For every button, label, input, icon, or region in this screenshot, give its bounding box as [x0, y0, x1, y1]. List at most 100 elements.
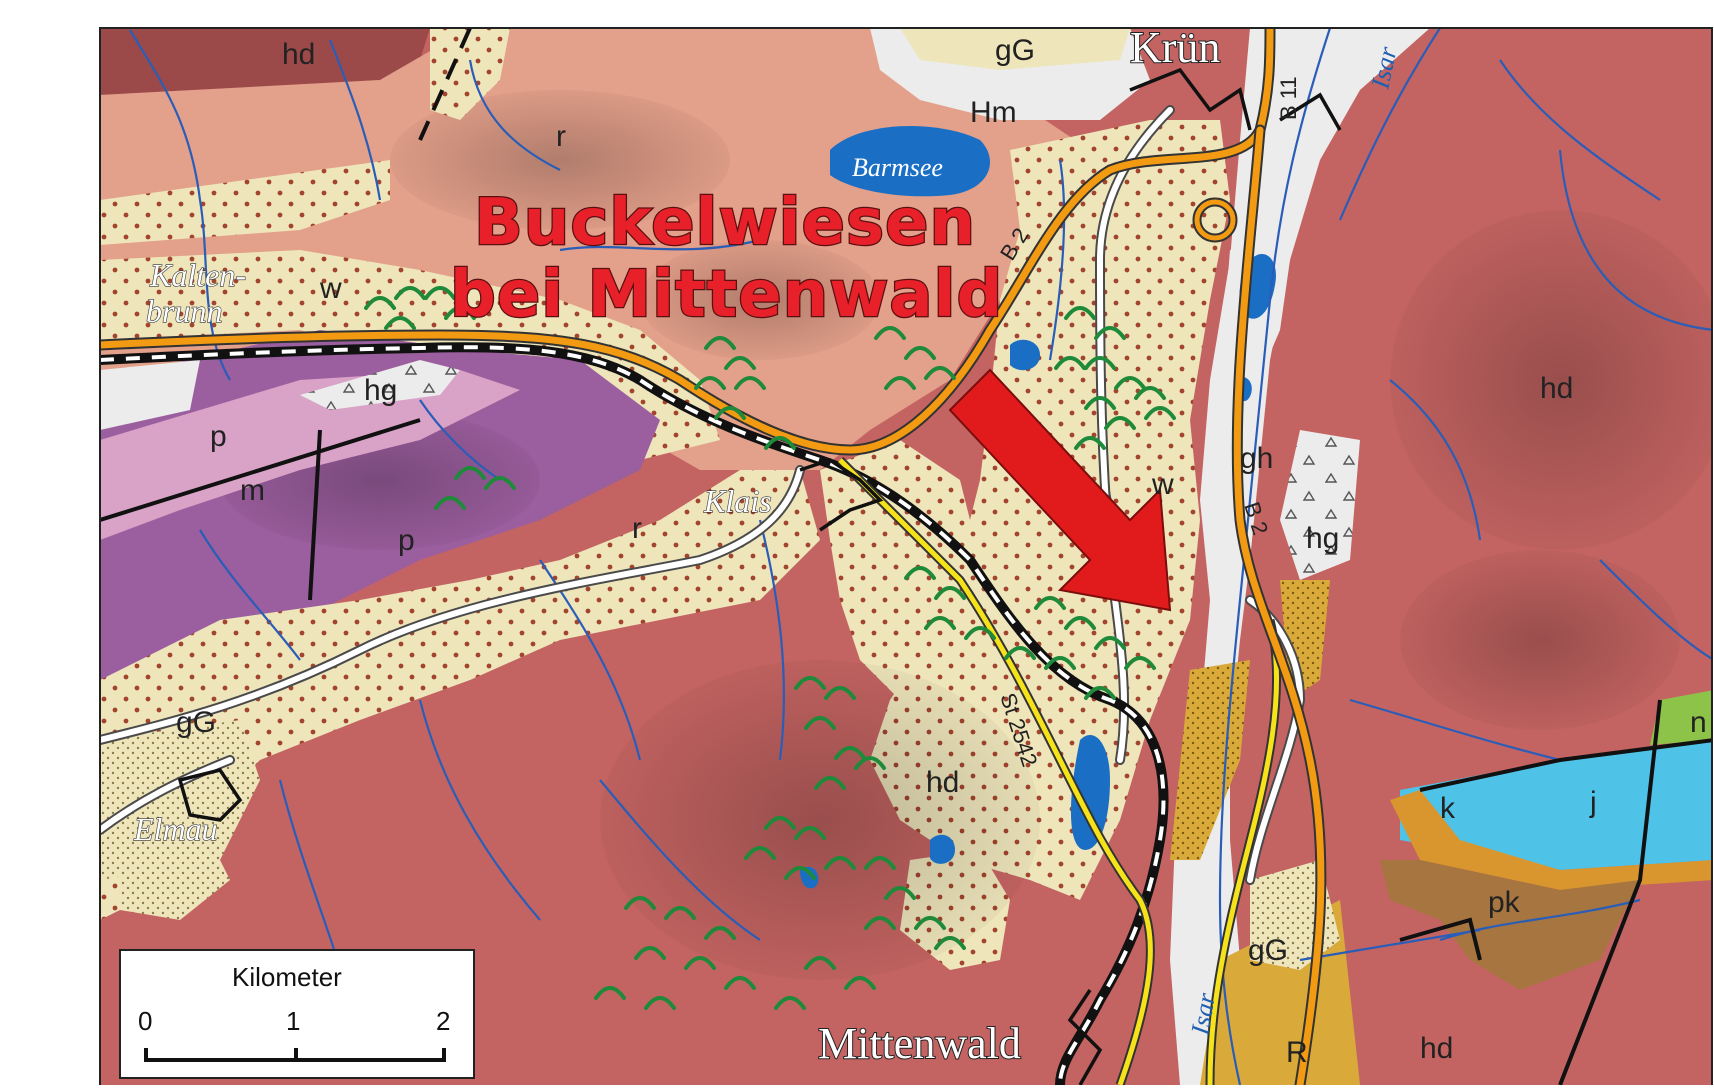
hummock-symbol — [424, 286, 456, 300]
hummock-symbol — [764, 816, 796, 830]
map-title-line2: bei Mittenwald — [450, 258, 1003, 332]
fault — [1399, 917, 1482, 961]
hummock-symbol — [904, 566, 936, 580]
hummock-symbol — [934, 586, 966, 600]
unit-label-hd: hd — [1540, 372, 1573, 405]
lake — [1070, 734, 1110, 850]
unit-area-hg-east — [1280, 430, 1360, 580]
unit-area-gG-north — [900, 28, 1130, 70]
fault — [1419, 738, 1712, 792]
relief-shading — [390, 90, 730, 230]
hummock-symbol — [364, 296, 396, 310]
hummock-symbol — [724, 976, 756, 990]
hummock-symbol — [1084, 396, 1116, 410]
hummock-symbol — [934, 936, 966, 950]
stream — [599, 779, 761, 941]
hummock-symbol — [634, 946, 666, 960]
hummock-symbol — [684, 956, 716, 970]
hummock-symbol — [624, 896, 656, 910]
unit-area-pk — [1380, 860, 1640, 990]
stream-network — [129, 28, 1712, 1086]
unit-label-gG: gG — [176, 706, 216, 739]
stream — [758, 519, 786, 761]
settlement-elmau — [177, 768, 243, 822]
scale-tick-label-2: 2 — [436, 1006, 450, 1036]
stream — [418, 699, 541, 921]
place-label-kaltenbrunn: brunn — [146, 293, 222, 329]
hummock-symbol — [1064, 306, 1096, 320]
hummock-symbol — [924, 616, 956, 630]
place-label-elmau: Elmau — [133, 811, 218, 847]
fault — [100, 418, 421, 522]
road-b2-south — [1233, 126, 1325, 1088]
unit-label-r: r — [556, 120, 566, 153]
stream — [1558, 149, 1712, 331]
hummock-symbol — [1064, 616, 1096, 630]
stream — [129, 29, 231, 381]
hummock-symbol — [1034, 596, 1066, 610]
scale-bar: Kilometer 0 1 2 — [119, 949, 475, 1079]
hummock-symbol — [1134, 386, 1166, 400]
hummock-symbol — [1084, 356, 1116, 370]
stream — [539, 559, 642, 761]
hummock-symbol — [924, 366, 956, 380]
hummock-symbol — [714, 406, 746, 420]
unit-label-gG: gG — [995, 34, 1035, 67]
stream — [1599, 559, 1712, 661]
stream — [419, 399, 501, 481]
hummock-symbol — [844, 976, 876, 990]
hummock-symbol — [434, 496, 466, 510]
hummock-symbol — [644, 996, 676, 1010]
river-isar — [1218, 28, 1332, 1086]
stream — [1499, 59, 1661, 201]
unit-label-gG: gG — [1248, 934, 1288, 967]
hummock-symbol — [884, 886, 916, 900]
red-arrow — [948, 368, 1172, 612]
unit-label-Hm: Hm — [970, 96, 1017, 129]
hummock-symbol — [664, 906, 696, 920]
unit-label-p: p — [210, 420, 227, 453]
fault — [1558, 699, 1662, 1086]
hummock-symbol — [454, 466, 486, 480]
unit-area-moraine — [100, 470, 820, 920]
unit-label-hd: hd — [1420, 1032, 1453, 1065]
hummock-symbol — [874, 326, 906, 340]
lake — [930, 834, 955, 864]
hummock-symbol — [864, 916, 896, 930]
unit-label-p: p — [398, 524, 415, 557]
hummock-symbol — [1074, 436, 1106, 450]
hummock-symbol — [784, 866, 816, 880]
road-roundabout — [1194, 199, 1236, 241]
hummock-symbol — [484, 476, 516, 490]
hummock-symbol — [384, 316, 416, 330]
hummock-symbol — [1094, 326, 1126, 340]
stream — [199, 529, 301, 661]
road-minor — [1097, 107, 1173, 763]
settlement-mittenwald — [1067, 989, 1103, 1086]
unit-label-k: k — [1440, 792, 1456, 825]
unit-area-n — [1650, 690, 1712, 745]
hummock-symbol — [1144, 406, 1176, 420]
road-b2 — [100, 28, 1274, 454]
fault — [308, 429, 322, 601]
scale-bar-line — [144, 1048, 446, 1062]
hummock-symbol — [1084, 686, 1116, 700]
fault-inferred — [418, 28, 472, 141]
unit-area-alluvium — [100, 360, 200, 430]
hummock-symbol — [814, 776, 846, 790]
unit-label-pk: pk — [1488, 886, 1521, 919]
hummock-symbol — [834, 746, 866, 760]
hummock-symbol — [734, 376, 766, 390]
scale-bar-label: Kilometer — [232, 962, 342, 992]
hummock-symbol — [864, 856, 896, 870]
unit-label-gh: gh — [1240, 442, 1273, 475]
hummock-symbol — [804, 716, 836, 730]
unit-label-n: n — [1690, 706, 1707, 739]
unit-area-hg — [300, 360, 460, 410]
unit-area-moraine — [100, 160, 390, 245]
stream — [1338, 28, 1441, 221]
hummock-symbol — [964, 626, 996, 640]
hummock-symbol — [1114, 376, 1146, 390]
place-label-klais: Klais — [703, 483, 772, 519]
